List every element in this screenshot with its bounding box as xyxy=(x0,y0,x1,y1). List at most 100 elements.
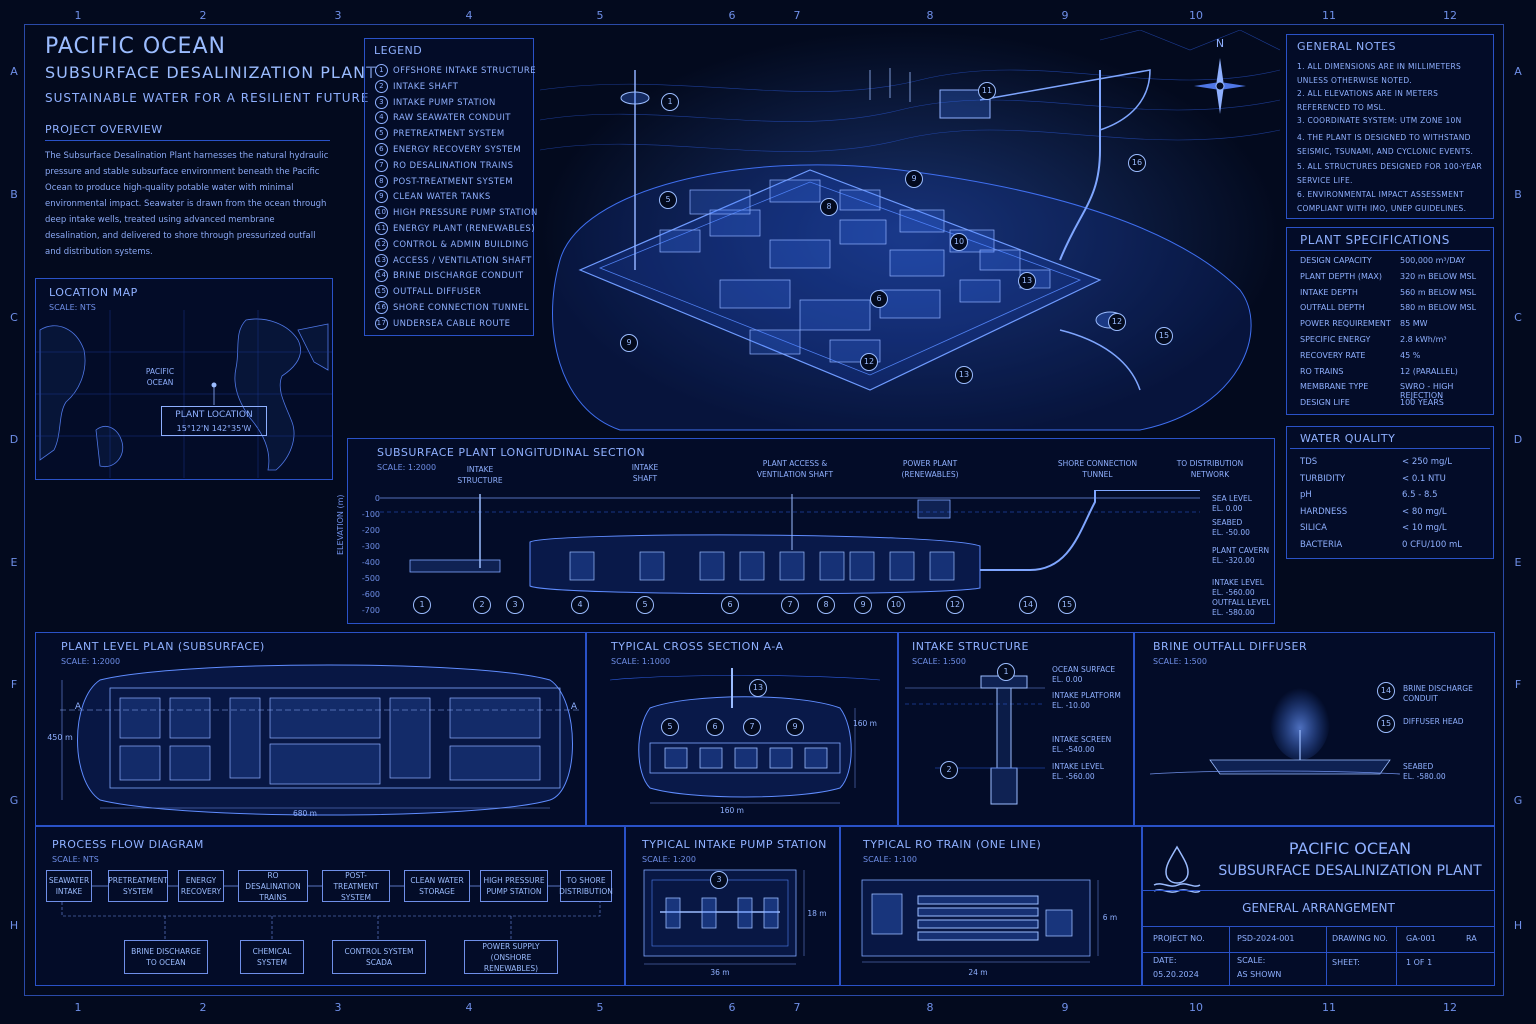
legend-heading: LEGEND xyxy=(374,44,423,57)
grid-col-bottom: 12 xyxy=(1443,1001,1457,1014)
elevation-tick: -100 xyxy=(361,510,380,519)
spec-key: MEMBRANE TYPE xyxy=(1300,382,1369,392)
intake-structure-panel xyxy=(898,632,1134,826)
intake-structure-scale: SCALE: 1:500 xyxy=(912,657,966,666)
overview-text: The Subsurface Desalination Plant harnes… xyxy=(45,151,329,257)
brine-label-name: BRINE DISCHARGE xyxy=(1403,684,1473,693)
longitudinal-top-label: TO DISTRIBUTION NETWORK xyxy=(1176,459,1244,479)
legend-number-badge: 14 xyxy=(375,269,388,283)
intake-label-name: OCEAN SURFACE xyxy=(1052,665,1116,674)
grid-col-top: 7 xyxy=(793,9,801,22)
legend-item-label: RAW SEAWATER CONDUIT xyxy=(393,113,511,124)
grid-col-top: 5 xyxy=(596,9,604,22)
elevation-tick: -700 xyxy=(361,606,380,615)
cross-section-panel xyxy=(586,632,898,826)
revision-value: RA xyxy=(1466,934,1477,943)
iso-callout-number: 13 xyxy=(1018,272,1036,290)
legend-item-label: HIGH PRESSURE PUMP STATION xyxy=(393,208,538,219)
intake-label-name: INTAKE PLATFORM xyxy=(1052,691,1121,700)
brine-label-value: EL. -580.00 xyxy=(1403,772,1446,781)
general-notes-panel xyxy=(1286,34,1494,219)
legend-item-label: ACCESS / VENTILATION SHAFT xyxy=(393,255,532,266)
legend-item-label: OUTFALL DIFFUSER xyxy=(393,287,482,298)
legend-number-badge: 16 xyxy=(375,301,388,314)
location-map-scale: SCALE: NTS xyxy=(49,303,96,312)
intake-structure-heading: INTAKE STRUCTURE xyxy=(912,640,1029,653)
plant-specs-panel xyxy=(1286,227,1494,415)
grid-row-right: D xyxy=(1513,433,1523,446)
general-note: 3. COORDINATE SYSTEM: UTM ZONE 10N xyxy=(1297,116,1462,125)
longitudinal-callout-number: 10 xyxy=(887,596,905,614)
iso-building-block xyxy=(839,189,881,211)
grid-col-top: 6 xyxy=(728,9,736,22)
plan-room-block xyxy=(269,697,381,739)
pump-dim-height: 18 m xyxy=(807,909,827,918)
process-aux-box: CHEMICAL SYSTEM xyxy=(240,940,304,974)
water-quality-row: HARDNESS< 80 mg/L xyxy=(1300,507,1490,517)
plan-room-block xyxy=(119,745,161,781)
iso-building-block xyxy=(839,219,887,245)
spec-value: 100 YEARS xyxy=(1400,398,1444,408)
water-quality-key: SILICA xyxy=(1300,523,1327,533)
grid-col-top: 1 xyxy=(74,9,82,22)
brine-label-value: CONDUIT xyxy=(1403,694,1438,703)
compass-north-label: N xyxy=(1215,37,1225,50)
grid-col-bottom: 1 xyxy=(74,1001,82,1014)
longitudinal-scale: SCALE: 1:2000 xyxy=(377,463,437,472)
longitudinal-callout-number: 3 xyxy=(506,596,524,614)
legend-number-badge: 11 xyxy=(375,222,388,235)
legend-number-badge: 9 xyxy=(375,190,388,204)
grid-row-left: B xyxy=(10,188,18,201)
longitudinal-top-label: INTAKE STRUCTURE xyxy=(457,465,503,485)
cross-callout-number: 5 xyxy=(661,718,679,736)
longitudinal-equipment xyxy=(819,551,845,581)
elevation-marker-name: PLANT CAVERN xyxy=(1212,546,1270,555)
water-quality-key: pH xyxy=(1300,490,1312,500)
date-value: 05.20.2024 xyxy=(1153,970,1199,979)
ro-dim-width: 24 m xyxy=(968,968,988,977)
elevation-tick: -500 xyxy=(361,574,380,583)
iso-callout-number: 11 xyxy=(978,82,996,100)
legend-item-label: ENERGY RECOVERY SYSTEM xyxy=(393,145,521,155)
brine-label: DIFFUSER HEAD xyxy=(1403,717,1463,727)
process-step-box: ENERGY RECOVERY xyxy=(178,870,224,902)
process-step-box: HIGH PRESSURE PUMP STATION xyxy=(480,870,548,902)
process-flow-heading: PROCESS FLOW DIAGRAM xyxy=(52,838,204,851)
ro-dim-height: 6 m xyxy=(1102,913,1118,922)
legend-number-badge: 2 xyxy=(375,79,388,93)
longitudinal-axis-label: ELEVATION (m) xyxy=(336,494,345,555)
longitudinal-callout-number: 4 xyxy=(571,596,589,614)
legend-item-label: SHORE CONNECTION TUNNEL xyxy=(393,303,529,313)
pump-dim-width: 36 m xyxy=(710,968,730,977)
longitudinal-callout-number: 5 xyxy=(636,596,654,614)
pump-station-heading: TYPICAL INTAKE PUMP STATION xyxy=(642,838,827,851)
elevation-marker-value: EL. -320.00 xyxy=(1212,556,1255,565)
plan-room-block xyxy=(389,697,431,779)
process-step-box: SEAWATER INTAKE xyxy=(46,870,92,902)
title-block-vrule-2 xyxy=(1326,926,1327,986)
spec-value: 45 % xyxy=(1400,350,1421,360)
spec-key: DESIGN LIFE xyxy=(1300,398,1350,408)
longitudinal-callout-number: 2 xyxy=(473,596,491,614)
water-quality-value: < 250 mg/L xyxy=(1402,457,1453,467)
title-block-line1: PACIFIC OCEAN xyxy=(1288,839,1412,858)
plan-room-block xyxy=(169,697,211,739)
plant-location-coords: 15°12'N 142°35'W xyxy=(176,424,252,433)
longitudinal-callout-number: 7 xyxy=(781,596,799,614)
grid-col-bottom: 3 xyxy=(334,1001,342,1014)
sheet-value: 1 OF 1 xyxy=(1406,958,1433,967)
longitudinal-equipment xyxy=(739,551,765,581)
legend-item-label: PRETREATMENT SYSTEM xyxy=(393,129,505,140)
